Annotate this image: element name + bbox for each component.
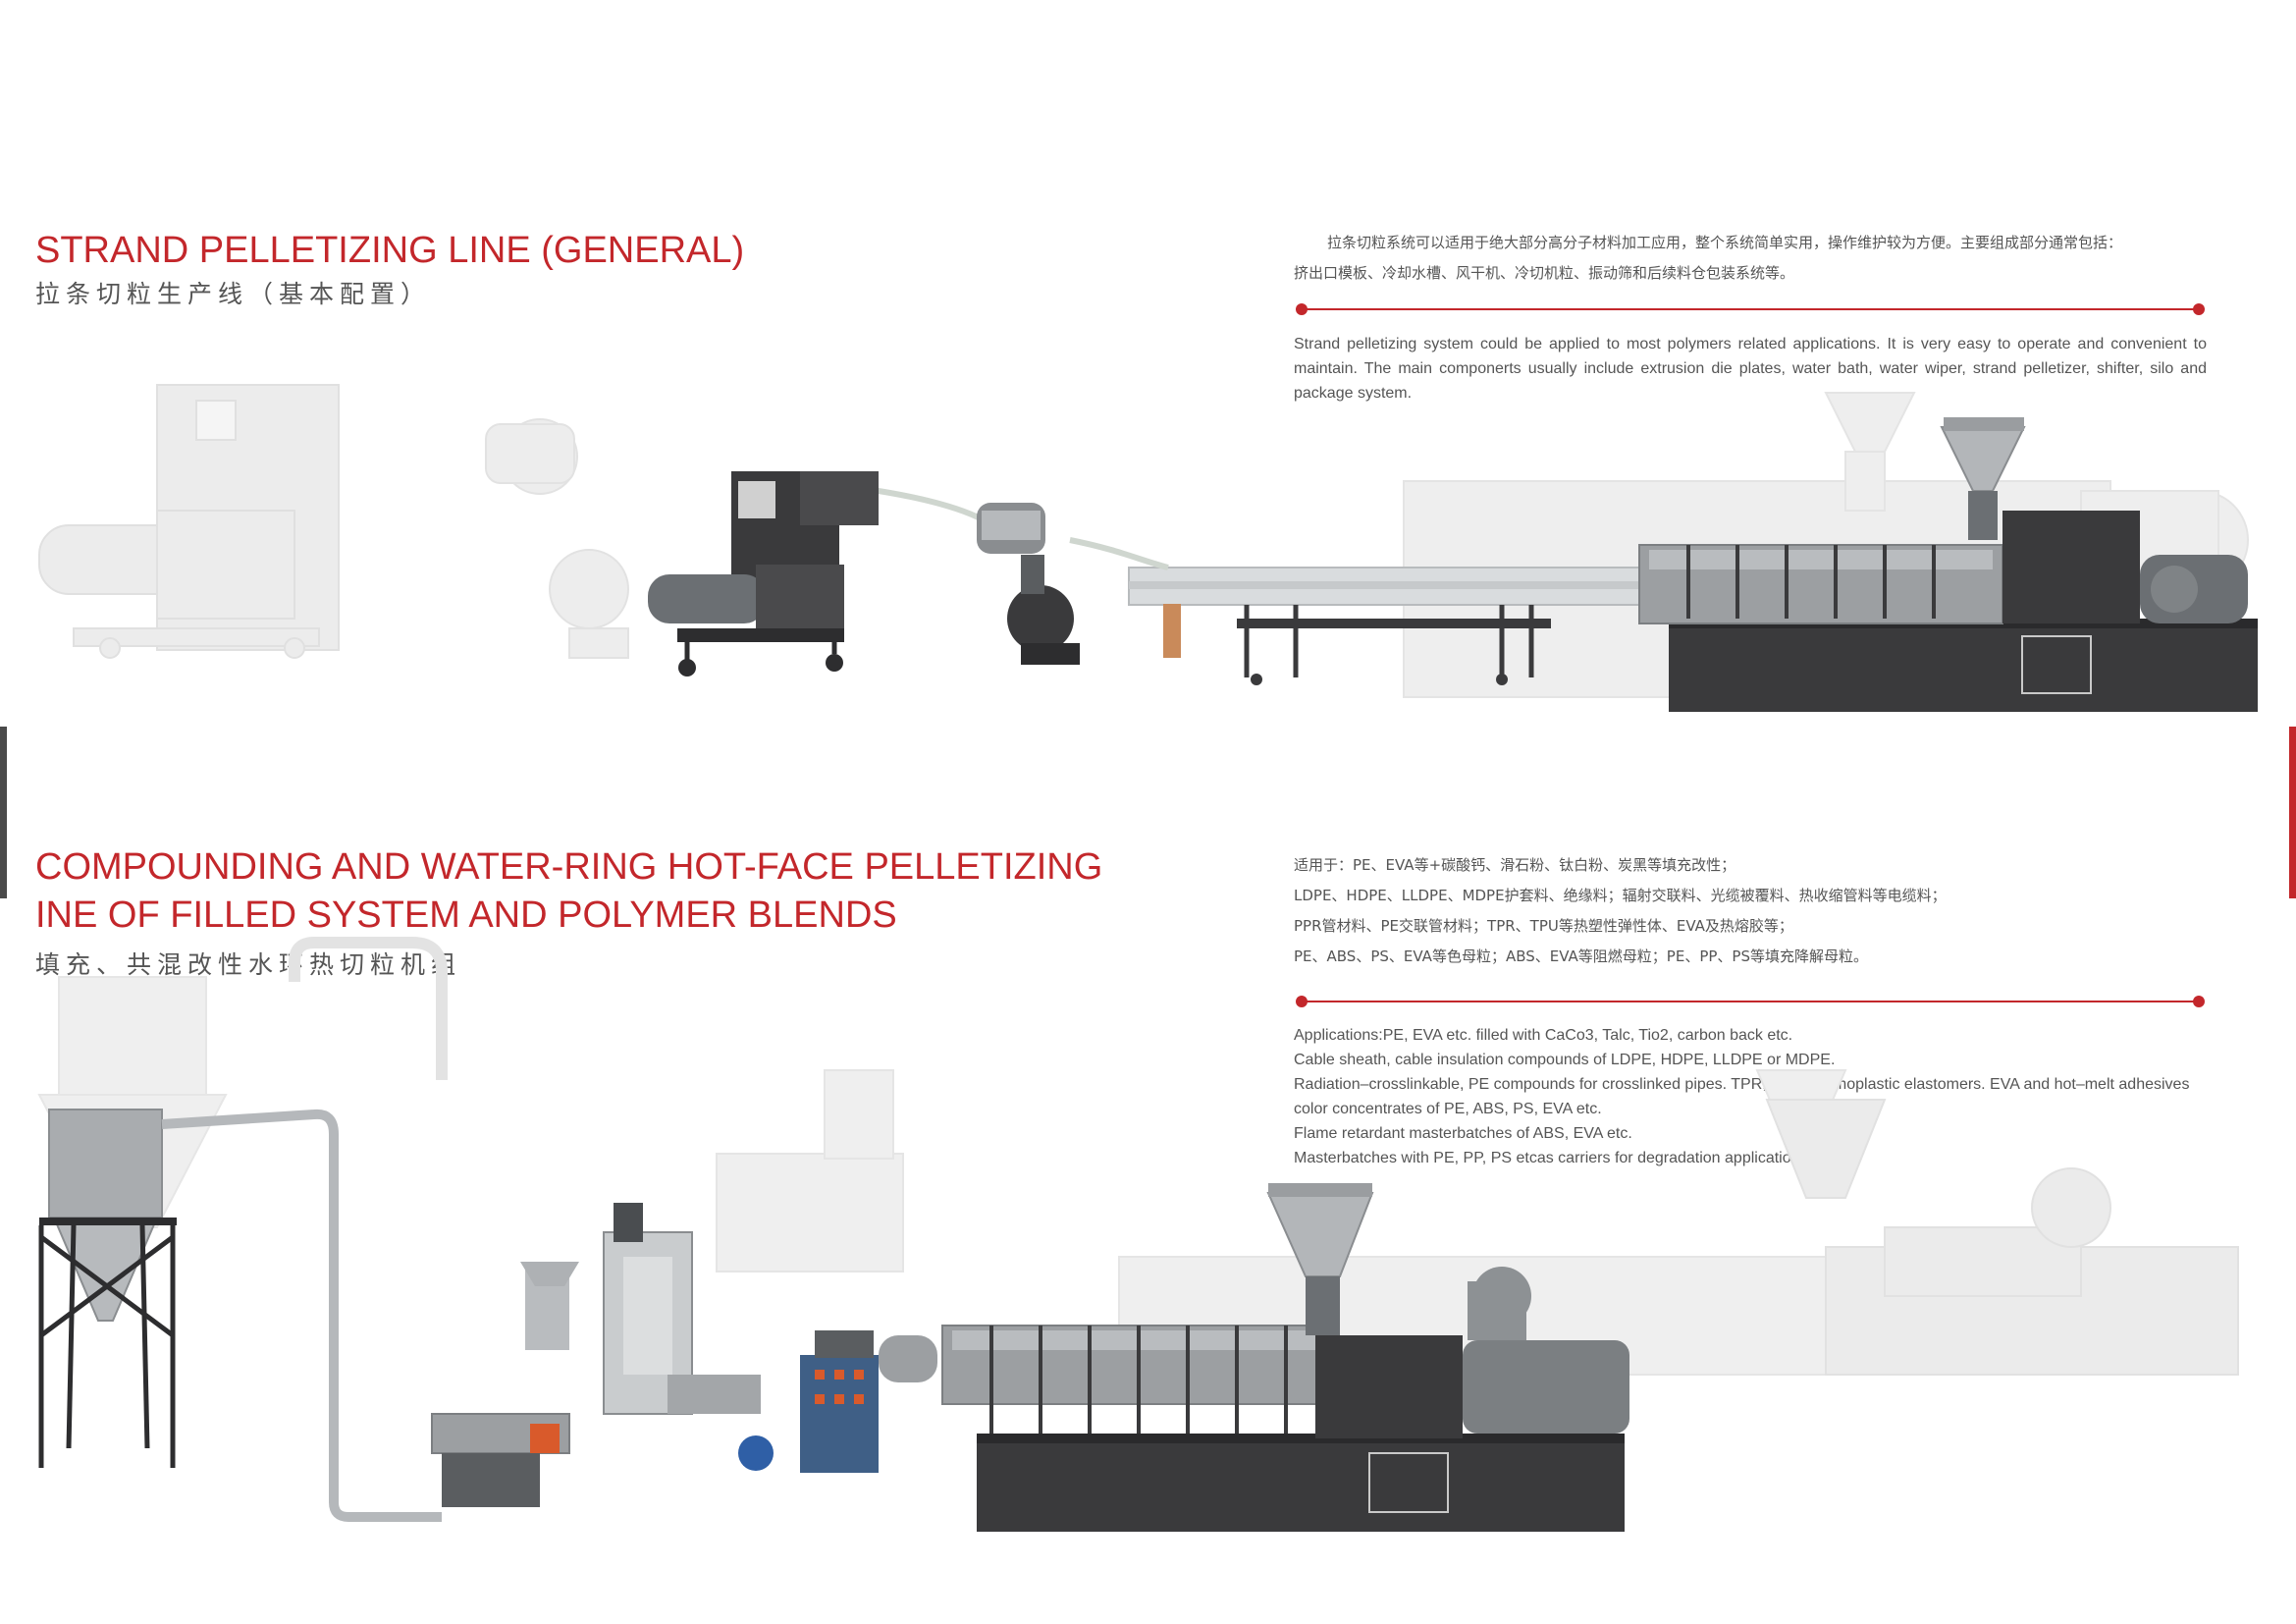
ghost-extruder-right xyxy=(1403,392,2249,698)
strand-pelletizer-machine xyxy=(648,471,879,677)
divider-dot-left xyxy=(1296,303,1308,315)
ghost-pelletizer-left xyxy=(38,384,340,659)
section2-divider xyxy=(1296,996,2205,1007)
ghost-dryer-left xyxy=(485,418,629,659)
section2-title-en-line1: COMPOUNDING AND WATER-RING HOT-FACE PELL… xyxy=(35,846,1103,888)
section2-title-en-line2: INE OF FILLED SYSTEM AND POLYMER BLENDS xyxy=(35,894,897,936)
centrifugal-dryer xyxy=(431,1203,761,1507)
section1-desc-cn-line1: 拉条切粒系统可以适用于绝大部分高分子材料加工应用，整个系统简单实用，操作维护较为… xyxy=(1327,234,2123,251)
air-knife-dryer xyxy=(977,503,1080,665)
section2-desc-cn-line3: PPR管材料、PE交联管材料；TPR、TPU等热塑性弹性体、EVA及热熔胶等； xyxy=(1294,917,1793,935)
divider-dot-right xyxy=(2193,303,2205,315)
right-edge-bar xyxy=(2289,727,2296,898)
section2-desc-en-line3: Radiation–crosslinkable, PE compounds fo… xyxy=(1294,1076,2190,1093)
section2-desc-cn-line2: LDPE、HDPE、LLDPE、MDPE护套料、绝缘料；辐射交联料、光缆被覆料、… xyxy=(1294,887,1947,904)
water-bath xyxy=(1128,567,1650,685)
section2-desc-en: Applications:PE, EVA etc. filled with Ca… xyxy=(1294,1023,2207,1170)
twin-screw-extruder-2 xyxy=(941,1183,1629,1532)
section1-desc-en: Strand pelletizing system could be appli… xyxy=(1294,336,2207,402)
section2-desc-cn-line4: PE、ABS、PS、EVA等色母粒；ABS、EVA等阻燃母粒；PE、PP、PS等… xyxy=(1294,947,1868,965)
left-edge-bar xyxy=(0,727,7,898)
water-ring-pelletizer xyxy=(738,1330,937,1473)
divider-dot-right xyxy=(2193,996,2205,1007)
ghost-silo xyxy=(37,937,448,1228)
section2-desc-en-line2: Cable sheath, cable insulation compounds… xyxy=(1294,1052,1836,1068)
section2-desc-en-line6: Masterbatches with PE, PP, PS etcas carr… xyxy=(1294,1150,1812,1166)
section1-desc-cn: 拉条切粒系统可以适用于绝大部分高分子材料加工应用，整个系统简单实用，操作维护较为… xyxy=(1294,228,2207,289)
section2-desc-cn-line1: 适用于：PE、EVA等+碳酸钙、滑石粉、钛白粉、炭黑等填充改性； xyxy=(1294,856,1736,874)
section2-desc-en-line5: Flame retardant masterbatches of ABS, EV… xyxy=(1294,1125,1632,1142)
section1-divider xyxy=(1296,303,2205,315)
twin-screw-extruder-1 xyxy=(1638,417,2258,712)
section1-desc-cn-line2: 挤出口模板、冷却水槽、风干机、冷切机粒、振动筛和后续料仓包装系统等。 xyxy=(1294,264,1795,282)
section2-desc-en-line4: color concentrates of PE, ABS, PS, EVA e… xyxy=(1294,1101,1602,1117)
section1-title-en: STRAND PELLETIZING LINE (GENERAL) xyxy=(35,230,745,271)
section2-title-cn: 填充、共混改性水环热切粒机组 xyxy=(35,950,462,979)
section1-title-cn: 拉条切粒生产线（基本配置） xyxy=(35,280,432,308)
section2-desc-cn: 适用于：PE、EVA等+碳酸钙、滑石粉、钛白粉、炭黑等填充改性； LDPE、HD… xyxy=(1294,850,2207,972)
section2-desc-en-line1: Applications:PE, EVA etc. filled with Ca… xyxy=(1294,1027,1793,1044)
divider-dot-left xyxy=(1296,996,1308,1007)
cyclone-silo xyxy=(38,1109,442,1522)
